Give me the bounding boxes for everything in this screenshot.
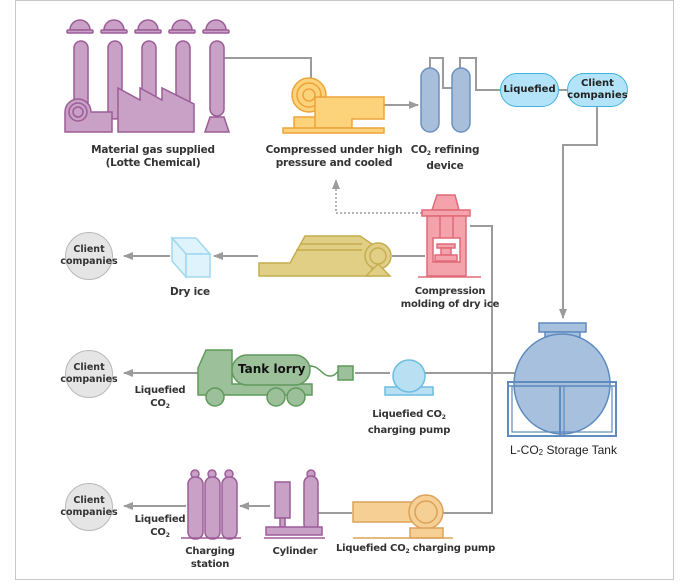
- client-dryice-line2: companies: [60, 256, 118, 267]
- storage-tank-label: L-CO2 Storage Tank: [510, 443, 617, 457]
- pump-mid-line1: Liquefied CO2: [364, 408, 454, 424]
- pump-mid-line2: charging pump: [367, 425, 451, 436]
- pump-bottom-suffix: charging pump: [409, 543, 496, 554]
- client-dryice-line1: Client: [73, 244, 105, 255]
- client-bottom-line2: companies: [60, 507, 118, 518]
- refining-suffix: refining: [430, 144, 480, 156]
- dry-ice-text: Dry ice: [170, 286, 210, 298]
- refining-co: CO: [410, 144, 427, 156]
- dry-ice-conveyor-icon: [258, 235, 392, 277]
- tank-lorry-label: Tank lorry: [238, 362, 305, 376]
- material-gas-line2: (Lotte Chemical): [105, 157, 201, 169]
- liquefied-bottom-co: CO: [150, 527, 166, 538]
- pump-mid-co: Liquefied CO: [372, 409, 442, 420]
- dry-ice-cube-icon: [170, 236, 212, 279]
- connectors: [123, 57, 598, 514]
- client-lorry-line1: Client: [73, 362, 105, 373]
- pump-bottom-sub: 2: [405, 548, 410, 555]
- line-refining-1: [429, 57, 456, 89]
- line-dotted-feedback: [332, 179, 422, 214]
- liquefied-co2-bottom-label: Liquefied CO2: [130, 513, 190, 542]
- factory-icon: [64, 19, 231, 133]
- cylinder-text: Cylinder: [272, 546, 318, 557]
- refining-line2: device: [426, 160, 464, 172]
- tank-lorry-text: Tank lorry: [238, 362, 306, 376]
- charging-station-line2: station: [190, 559, 230, 570]
- liquefied-bottom-line1: Liquefied: [134, 514, 186, 525]
- line-trunk: [435, 225, 493, 514]
- charging-pump-mid-icon: [384, 359, 434, 396]
- cylinder-icon: [264, 469, 325, 539]
- client-companies-pill: Client companies: [567, 73, 628, 107]
- line-refining-2: [459, 57, 500, 91]
- client-companies-bottom: Client companies: [60, 483, 118, 531]
- pump-bottom-co: Liquefied CO: [336, 543, 406, 554]
- charging-pump-bottom-icon: [352, 494, 453, 539]
- press-line1: Compression: [414, 286, 486, 297]
- compressor-label: Compressed under high pressure and coole…: [264, 144, 404, 170]
- charging-station-icon: [181, 469, 241, 540]
- press-label: Compression molding of dry ice: [400, 285, 500, 311]
- liquefied-bottom-line2: CO2: [130, 526, 190, 542]
- charging-station-line1: Charging: [185, 546, 235, 557]
- diagram-frame: [15, 0, 674, 580]
- compressor-line2: pressure and cooled: [275, 157, 393, 169]
- liquefied-mid-sub: 2: [165, 403, 170, 410]
- line-factory-compressor: [224, 57, 312, 78]
- dry-ice-label: Dry ice: [160, 286, 220, 299]
- chimney-domes: [66, 19, 230, 34]
- press-line2: molding of dry ice: [400, 299, 500, 310]
- cylinder-label: Cylinder: [265, 545, 325, 558]
- storage-tank-suffix: Storage Tank: [543, 443, 617, 457]
- refining-device-icon: [420, 67, 471, 133]
- material-gas-label: Material gas supplied (Lotte Chemical): [83, 144, 223, 170]
- refining-label: CO2 refining device: [405, 144, 485, 173]
- liquefied-bottom-sub: 2: [165, 532, 170, 539]
- refining-sub: 2: [426, 150, 431, 157]
- liquefied-mid-co: CO: [150, 398, 166, 409]
- liquefied-pill-label: Liquefied: [503, 84, 556, 95]
- client-pill-line1: Client: [581, 78, 614, 89]
- liquefied-pill: Liquefied: [500, 73, 559, 107]
- refining-line1: CO2 refining: [405, 144, 485, 160]
- storage-tank-sub: 2: [538, 448, 544, 457]
- pump-bottom-label: Liquefied CO2 charging pump: [336, 542, 495, 558]
- compressor-line1: Compressed under high: [265, 144, 403, 156]
- storage-tank-lco: L-CO: [510, 443, 539, 457]
- line-client-tank: [559, 106, 598, 319]
- compressor-icon: [282, 77, 385, 134]
- pump-mid-sub: 2: [441, 414, 446, 421]
- client-pill-line2: companies: [567, 90, 628, 101]
- client-lorry-line2: companies: [60, 374, 118, 385]
- tank-lorry-icon: [197, 349, 354, 407]
- client-companies-lorry: Client companies: [60, 350, 118, 398]
- liquefied-mid-line1: Liquefied: [134, 385, 186, 396]
- liquefied-mid-line2: CO2: [130, 397, 190, 413]
- material-gas-line1: Material gas supplied: [91, 144, 215, 156]
- charging-station-label: Charging station: [180, 545, 240, 571]
- compression-press-icon: [418, 194, 481, 278]
- client-bottom-line1: Client: [73, 495, 105, 506]
- liquefied-co2-mid-label: Liquefied CO2: [130, 384, 190, 413]
- storage-tank-icon: [507, 322, 617, 437]
- client-companies-dryice: Client companies: [60, 232, 118, 280]
- pump-mid-label: Liquefied CO2 charging pump: [364, 408, 454, 437]
